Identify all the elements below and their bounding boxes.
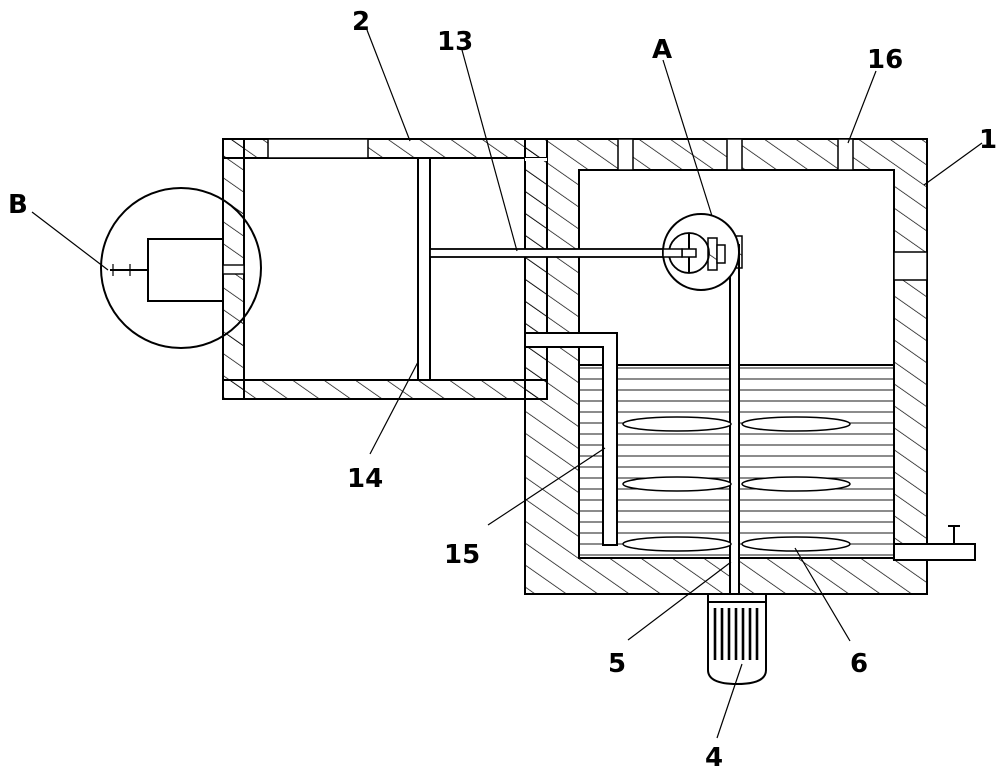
- detail-b: [100, 187, 262, 350]
- vertical-plate: [417, 157, 431, 381]
- stirring-blades: [622, 416, 851, 552]
- leader-lines: [31, 29, 983, 739]
- left-chamber: [222, 138, 548, 400]
- label-15: 15: [444, 540, 480, 570]
- stirring-shaft: [729, 244, 740, 596]
- right-tank: [524, 138, 928, 595]
- label-6: 6: [850, 649, 868, 679]
- label-1: 1: [979, 125, 997, 155]
- label-16: 16: [867, 45, 903, 75]
- separating-wall: [524, 138, 548, 400]
- motor: [707, 593, 767, 686]
- outlet-valve: [893, 525, 976, 561]
- label-b: B: [8, 190, 28, 220]
- label-13: 13: [437, 27, 473, 57]
- label-5: 5: [608, 649, 626, 679]
- label-2: 2: [352, 7, 370, 37]
- label-14: 14: [347, 464, 383, 494]
- label-4: 4: [705, 743, 723, 773]
- horizontal-rod: [429, 248, 676, 258]
- l-pipe: [524, 332, 618, 546]
- detail-a: [662, 213, 740, 291]
- label-a: A: [652, 35, 672, 65]
